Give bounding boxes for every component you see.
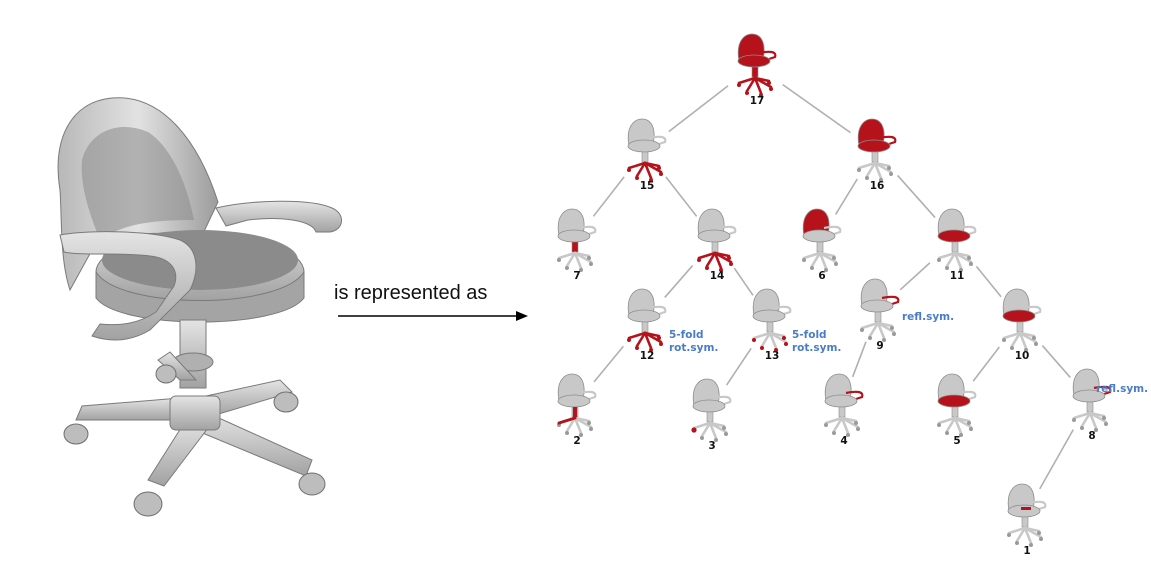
tree-node-1: 1: [1007, 483, 1047, 557]
arrow-icon: [338, 311, 528, 321]
node-number: 13: [765, 350, 780, 362]
tree-edge: [896, 174, 936, 219]
node-number: 6: [818, 270, 825, 282]
chair-right-arm: [215, 200, 342, 233]
tree-edge: [725, 347, 752, 386]
tree-node-10: 10: [1002, 288, 1042, 362]
symmetry-label: rot.sym.: [669, 342, 718, 354]
node-number: 7: [573, 270, 580, 282]
tree-edge: [975, 265, 1002, 298]
tree-node-13: 13: [752, 288, 792, 362]
tree-node-11: 11: [937, 208, 977, 282]
tree-edges: [592, 83, 1074, 490]
tree-edge: [668, 85, 729, 133]
chair-wheels: [63, 364, 326, 517]
symmetry-label: 5-fold: [792, 329, 827, 341]
node-number: 5: [953, 435, 960, 447]
tree-edge: [899, 262, 931, 291]
node-number: 2: [573, 435, 580, 447]
tree-node-4: 4: [824, 373, 864, 447]
node-number: 4: [840, 435, 847, 447]
node-number: 9: [876, 340, 883, 352]
node-number: 1: [1023, 545, 1030, 557]
node-number: 12: [640, 350, 655, 362]
tree-edge: [665, 176, 698, 217]
chair-left-arm: [59, 231, 197, 341]
tree-node-7: 7: [557, 208, 597, 282]
tree-edge: [851, 341, 867, 378]
caption: is represented as: [334, 282, 488, 304]
tree-node-5: 5: [937, 373, 977, 447]
tree-edge: [664, 265, 694, 298]
tree-node-15: 15: [627, 118, 667, 192]
symmetry-label: 5-fold: [669, 329, 704, 341]
node-number: 15: [640, 180, 655, 192]
tree-node-2: 2: [557, 373, 597, 447]
office-chair-model: [57, 97, 342, 517]
tree-node-17: 17: [737, 33, 777, 107]
chair-star-base: [75, 351, 313, 487]
node-number: 10: [1015, 350, 1030, 362]
tree-edge: [782, 83, 851, 134]
symmetry-label: refl.sym.: [902, 311, 954, 323]
tree-node-8: 8: [1072, 368, 1112, 442]
node-number: 14: [710, 270, 725, 282]
tree-edge: [834, 178, 858, 215]
symmetry-label: rot.sym.: [792, 342, 841, 354]
tree-node-12: 12: [627, 288, 667, 362]
symmetry-label: refl.sym.: [1096, 383, 1148, 395]
node-number: 11: [950, 270, 965, 282]
node-number: 16: [870, 180, 885, 192]
tree-node-14: 14: [697, 208, 737, 282]
node-number: 3: [708, 440, 715, 452]
tree-edge: [592, 176, 625, 217]
tree-edge: [1041, 345, 1071, 378]
tree-edge: [733, 267, 754, 296]
node-number: 17: [750, 95, 765, 107]
tree-node-6: 6: [802, 208, 842, 282]
node-number: 8: [1088, 430, 1095, 442]
tree-node-3: 3: [691, 378, 732, 452]
tree-edge: [593, 345, 625, 383]
tree-edge: [1039, 429, 1074, 490]
tree-edge: [972, 346, 1000, 382]
tree-node-9: 9: [860, 278, 900, 352]
tree-node-16: 16: [857, 118, 897, 192]
